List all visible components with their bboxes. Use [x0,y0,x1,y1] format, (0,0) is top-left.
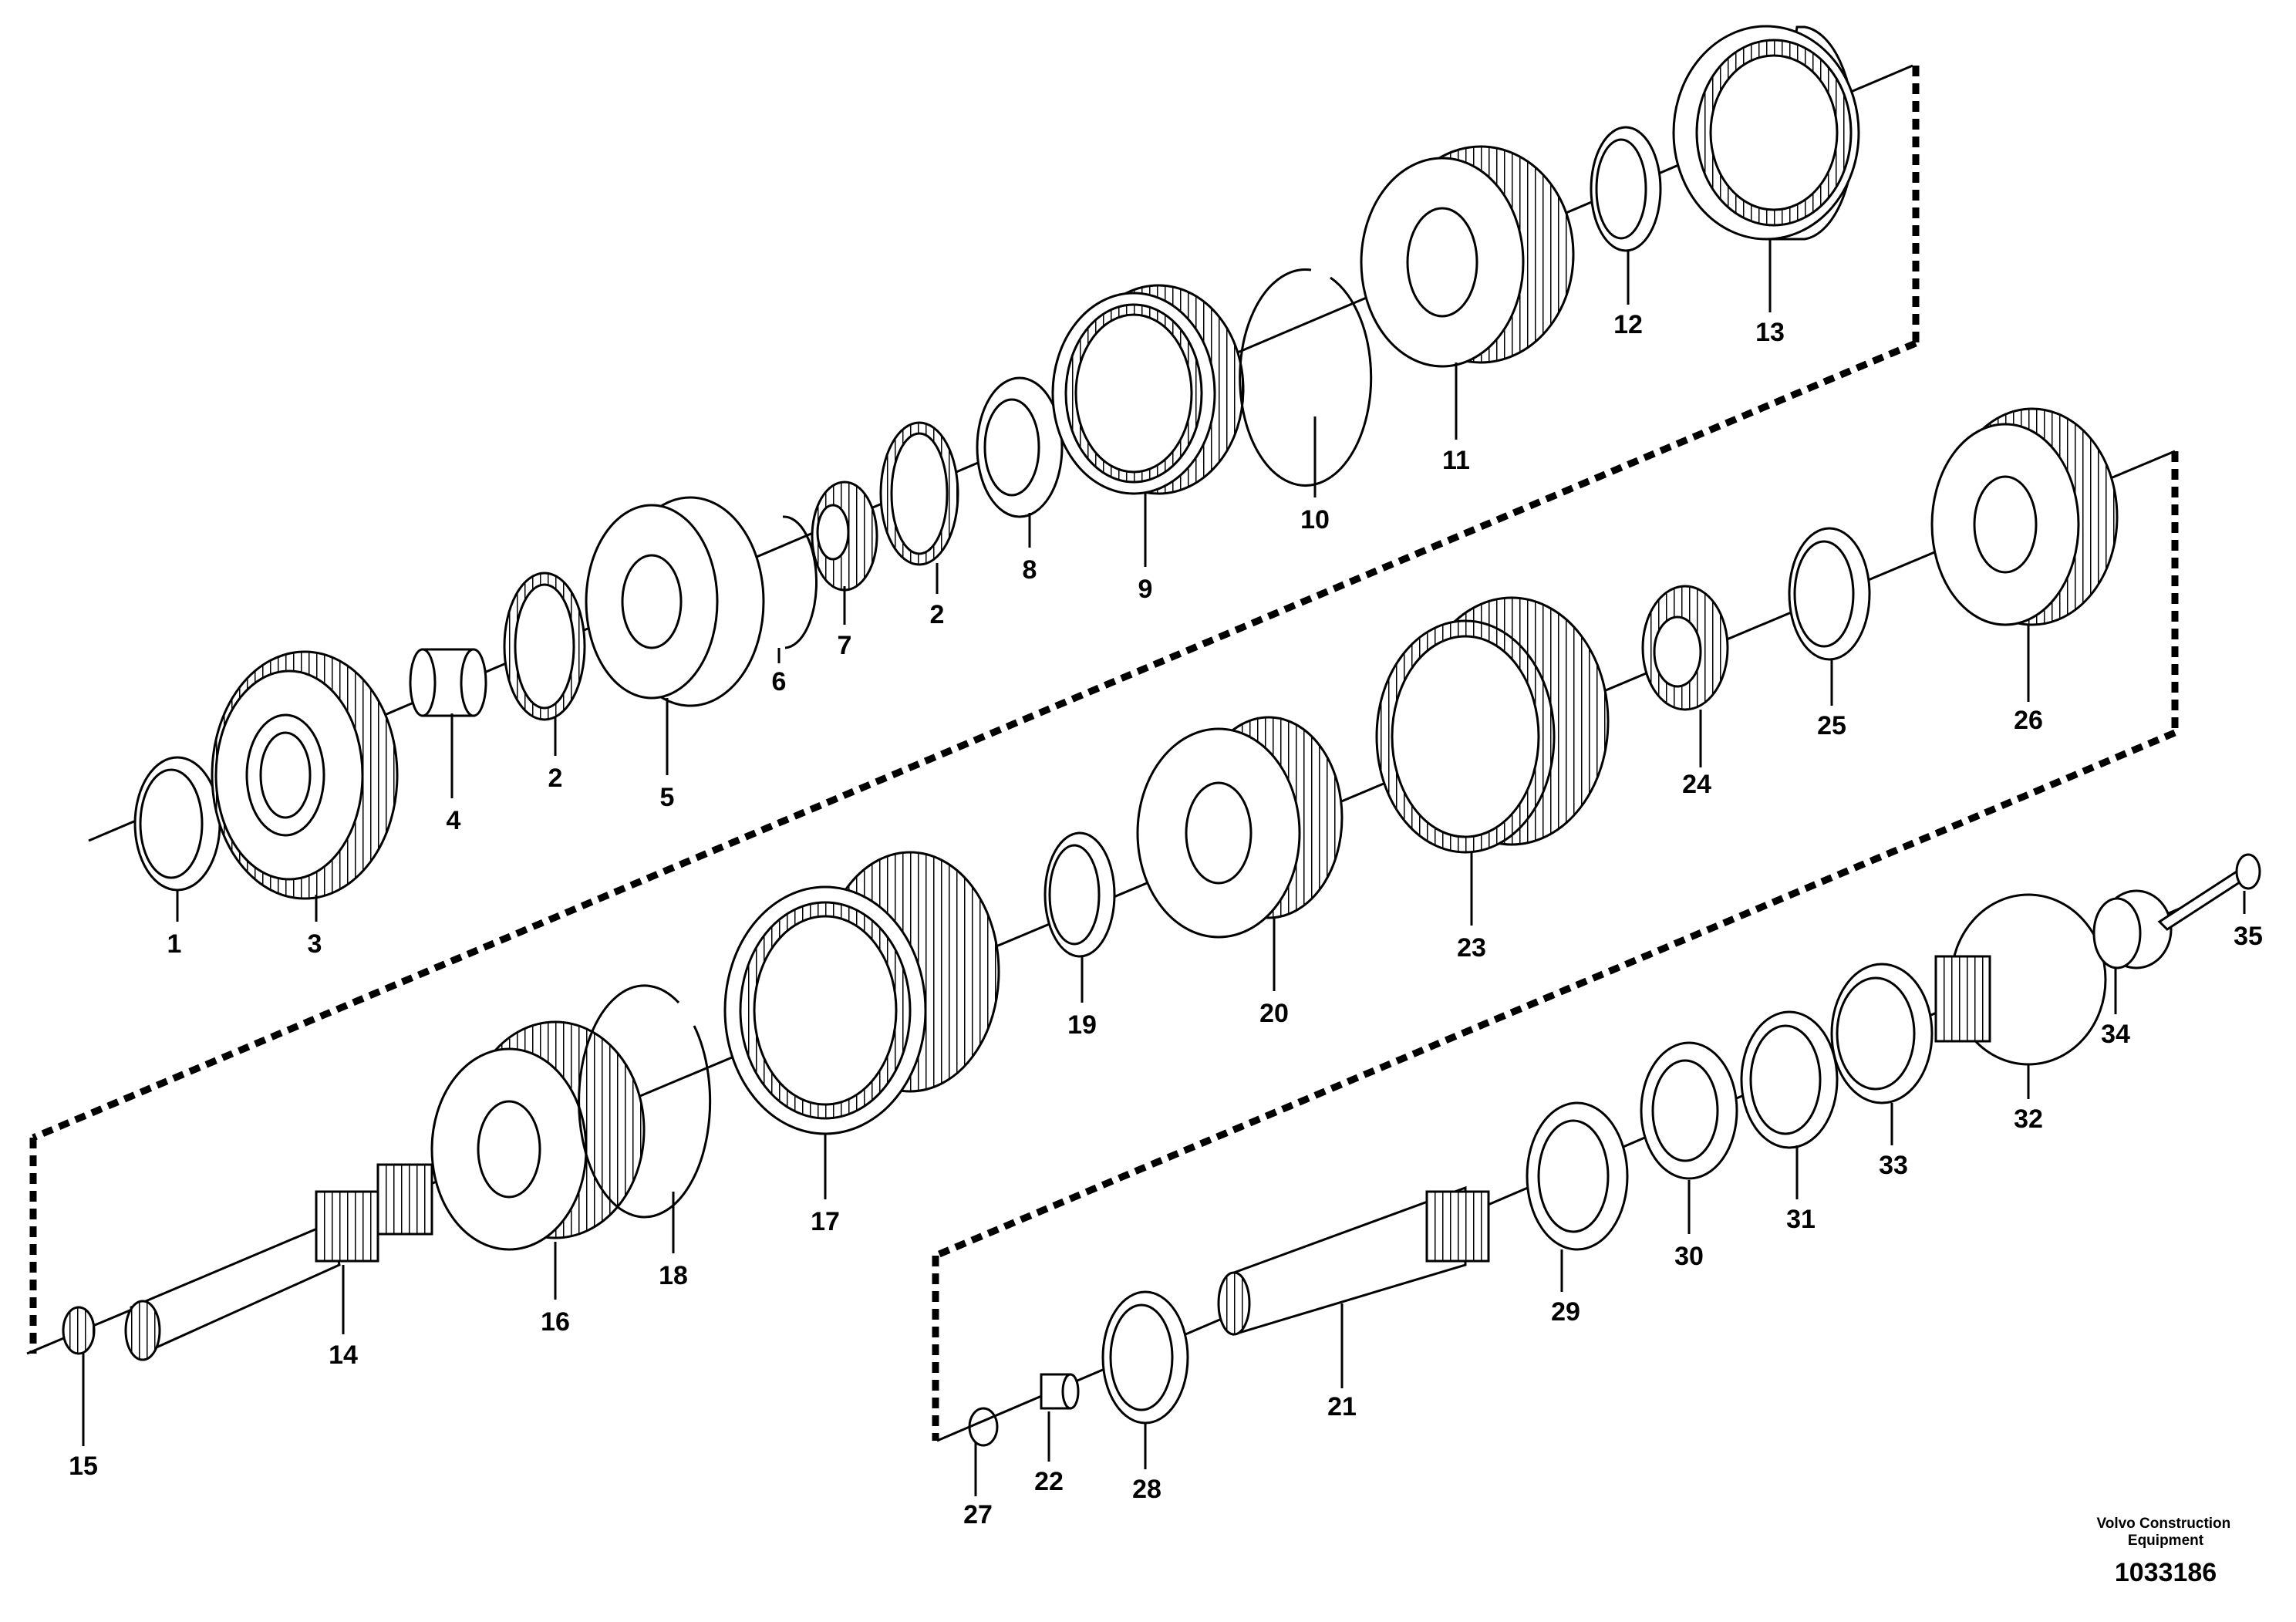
drawing-footer: Volvo Construction Equipment 1033186 [2096,1516,2234,1587]
part-28-shim [1101,1290,1189,1425]
part-9-ring-gear [1051,284,1245,495]
part-26-carrier-gear [1930,407,2119,626]
label-part-5: 5 [660,783,675,812]
part-21-shaft [1217,1185,1490,1337]
label-part-34: 34 [2101,1020,2130,1049]
label-part-21: 21 [1327,1392,1357,1421]
part-29-bearing [1526,1101,1629,1251]
dashed-connectors [29,66,2179,1441]
label-part-15: 15 [69,1452,98,1481]
part-20-carrier [1136,716,1344,939]
label-part-14: 14 [329,1340,358,1370]
label-part-27: 27 [963,1500,993,1529]
label-part-2: 2 [930,600,945,629]
label-part-35: 35 [2234,922,2263,951]
part-8-washer [976,376,1064,518]
label-part-20: 20 [1259,999,1289,1028]
part-15-bushing [62,1306,96,1355]
label-part-23: 23 [1457,933,1486,963]
label-part-26: 26 [2014,706,2043,735]
part-33-seal [1830,963,1934,1104]
label-part-33: 33 [1879,1151,1908,1180]
part-3-gear [211,650,399,900]
label-part-31: 31 [1786,1205,1816,1234]
label-part-3: 3 [308,929,322,959]
part-17-ring-gear [723,851,1000,1135]
part-18-snap-ring [578,984,712,1219]
label-part-18: 18 [659,1261,688,1290]
label-part-25: 25 [1817,711,1846,740]
label-part-12: 12 [1613,310,1643,339]
label-part-8: 8 [1023,555,1037,585]
drawing-number: 1033186 [2115,1558,2217,1587]
label-part-7: 7 [838,631,852,660]
part-22-bushing [1040,1373,1080,1410]
label-part-9: 9 [1138,575,1153,604]
part-24-pinion [1641,585,1729,711]
middle-to-lower-connector [934,729,2176,1259]
part-34-washer [2092,889,2173,969]
part-11-carrier-gear [1360,145,1575,368]
part-27-snap-ring [968,1407,999,1447]
part-6-snap-ring [782,515,818,649]
part-12-shim [1590,126,1662,252]
part-13-ring-gear [1672,25,1860,241]
part-4-bushing [409,648,487,717]
label-part-32: 32 [2014,1104,2043,1134]
label-part-6: 6 [772,667,787,696]
label-part-13: 13 [1755,318,1785,347]
label-part-10: 10 [1300,505,1330,534]
upper-to-middle-connector [32,339,1917,1141]
label-part-1: 1 [167,929,182,959]
manufacturer-line-2: Equipment [2128,1533,2204,1549]
part-19-shim [1043,831,1116,958]
label-part-30: 30 [1674,1242,1704,1271]
leader-lines [82,239,2246,1496]
label-part-16: 16 [541,1307,570,1337]
part-1-shim [133,756,221,892]
part-2-bearing-a [503,572,586,721]
part-35-bolt [2157,853,2261,931]
part-7-pinion [811,481,878,592]
manufacturer-name: Volvo Construction Equipment [2096,1516,2234,1549]
part-16-carrier [430,1020,646,1251]
part-10-snap-ring [1239,268,1373,487]
part-31-seal [1740,1010,1839,1149]
label-part-28: 28 [1132,1475,1161,1504]
label-part-4: 4 [447,806,461,835]
part-23-ring-gear [1375,596,1610,854]
part-25-shim [1788,527,1871,661]
label-part-22: 22 [1034,1467,1064,1496]
label-part-24: 24 [1682,770,1711,799]
part-5-carrier [585,496,765,707]
label-part-2: 2 [548,764,563,793]
manufacturer-line-1: Volvo Construction [2096,1516,2230,1532]
label-part-19: 19 [1067,1010,1097,1040]
label-part-29: 29 [1551,1297,1580,1327]
part-32-flange [1934,893,2107,1066]
part-2-bearing-b [879,421,959,566]
part-14-shaft [124,1163,433,1361]
label-part-17: 17 [811,1207,840,1236]
label-part-11: 11 [1442,446,1470,475]
part-labels: 1 3 4 2 5 6 7 2 8 9 10 11 12 13 14 15 16… [69,310,2263,1529]
part-30-bearing [1640,1041,1738,1180]
